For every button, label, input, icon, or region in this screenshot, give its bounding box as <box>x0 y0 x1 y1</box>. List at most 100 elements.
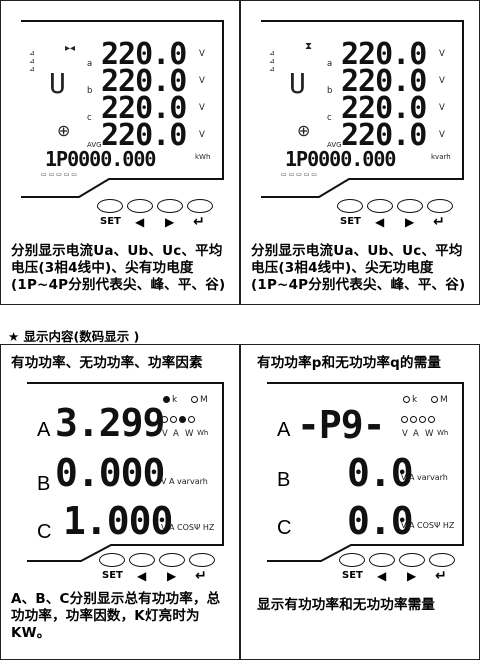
row-a-letter: a <box>327 59 333 69</box>
enter-button[interactable] <box>429 553 455 567</box>
unit-wh: Wh <box>437 429 449 437</box>
mode-label: U <box>289 67 306 100</box>
left-button[interactable] <box>367 199 393 213</box>
unit-c: V <box>199 103 205 113</box>
panel3-header: 有功功率、无功功率、功率因素 <box>11 355 203 371</box>
status-icons: ▭ ▭ ▭ ▭ ▭ <box>41 171 77 178</box>
unit-indicators <box>161 415 197 424</box>
enter-button[interactable] <box>187 199 213 213</box>
phase-indicator-icon: ⊿⊿⊿ <box>29 49 35 73</box>
voltage-row-avg: 220.0 <box>341 118 427 153</box>
lcd-frame <box>21 20 224 198</box>
right-button[interactable] <box>157 199 183 213</box>
panel-voltage-reactive-energy: ⊿⊿⊿ U ⊕ ⧗ a b c 220.0 220.0 220.0 220.0 … <box>240 0 480 305</box>
set-label: SET <box>340 216 361 227</box>
unit-v: V <box>402 429 408 439</box>
row-a-letter: A <box>37 419 51 441</box>
comm-icon: ▸◂ <box>65 43 76 54</box>
unit-c: V <box>439 103 445 113</box>
left-button[interactable] <box>129 553 155 567</box>
right-arrow-icon: ▶ <box>167 569 177 583</box>
status-icons: ▭ ▭ ▭ ▭ ▭ <box>281 171 317 178</box>
left-arrow-icon: ◀ <box>137 569 147 583</box>
energy-readout: 1P0000.000 <box>45 147 156 171</box>
panel1-caption: 分别显示电流Ua、Ub、Uc、平均电压(3相4线中)、尖有功电度(1P~4P分别… <box>11 243 226 293</box>
unit-row-c: V A COSΨ HZ <box>161 523 215 532</box>
voltage-row-b: 220.0 <box>101 64 187 99</box>
quadrant-icon: ⊕ <box>57 121 71 140</box>
enter-icon: ↵ <box>195 568 207 584</box>
value-a: -P9- <box>297 403 386 447</box>
phase-indicator-icon: ⊿⊿⊿ <box>269 49 275 73</box>
comm-icon: ⧗ <box>305 41 313 52</box>
row-b-letter: b <box>87 86 93 96</box>
energy-unit: kWh <box>195 153 211 161</box>
row-c-letter: C <box>277 517 292 539</box>
k-indicator: k <box>403 395 417 405</box>
mode-label: U <box>49 67 66 100</box>
row-b-letter: B <box>37 473 51 495</box>
unit-a: A <box>413 429 419 439</box>
value-a: 3.299 <box>55 401 165 445</box>
set-button[interactable] <box>337 199 363 213</box>
row-a-letter: A <box>277 419 291 441</box>
left-arrow-icon: ◀ <box>375 215 385 229</box>
set-label: SET <box>102 570 123 581</box>
right-arrow-icon: ▶ <box>407 569 417 583</box>
row-b-letter: B <box>277 469 291 491</box>
left-arrow-icon: ◀ <box>135 215 145 229</box>
panel-power: 有功功率、无功功率、功率因素 k M V A W Wh A B C 3.299 … <box>0 344 240 660</box>
left-button[interactable] <box>127 199 153 213</box>
panel2-caption: 分别显示电流Ua、Ub、Uc、平均电压(3相4线中)、尖无功电度(1P~4P分别… <box>251 243 466 293</box>
row-c-letter: C <box>37 521 52 543</box>
row-c-letter: c <box>87 113 92 123</box>
right-button[interactable] <box>159 553 185 567</box>
unit-row-b: V A varvarh <box>401 473 448 482</box>
panel4-header: 有功功率p和无功功率q的需量 <box>257 355 442 371</box>
row-a-letter: a <box>87 59 93 69</box>
set-button[interactable] <box>339 553 365 567</box>
row-c-letter: c <box>327 113 332 123</box>
enter-icon: ↵ <box>193 214 205 230</box>
value-c: 1.000 <box>63 499 173 543</box>
voltage-row-b: 220.0 <box>341 64 427 99</box>
unit-w: W <box>425 429 434 439</box>
right-arrow-icon: ▶ <box>405 215 415 229</box>
panel3-caption: A、B、C分别显示总有功功率，总功功率，功率因数，K灯亮时为KW。 <box>11 591 221 641</box>
enter-icon: ↵ <box>433 214 445 230</box>
unit-a: V <box>439 49 445 59</box>
panel-voltage-active-energy: ⊿⊿⊿ U ⊕ ▸◂ a b c 220.0 220.0 220.0 220.0… <box>0 0 240 305</box>
set-button[interactable] <box>97 199 123 213</box>
unit-v: V <box>162 429 168 439</box>
set-label: SET <box>342 570 363 581</box>
unit-row-c: V A COSΨ HZ <box>401 521 455 530</box>
left-button[interactable] <box>369 553 395 567</box>
voltage-row-avg: 220.0 <box>101 118 187 153</box>
energy-unit: kvarh <box>431 153 451 161</box>
lcd-frame <box>27 382 224 562</box>
unit-row-b: V A varvarh <box>161 477 208 486</box>
voltage-row-c: 220.0 <box>341 91 427 126</box>
enter-button[interactable] <box>427 199 453 213</box>
unit-wh: Wh <box>197 429 209 437</box>
unit-w: W <box>185 429 194 439</box>
enter-button[interactable] <box>189 553 215 567</box>
k-indicator: k <box>163 395 177 405</box>
lcd-frame <box>267 382 464 562</box>
lcd-frame <box>261 20 464 198</box>
unit-avg: V <box>199 130 205 140</box>
right-button[interactable] <box>399 553 425 567</box>
m-indicator: M <box>191 395 208 405</box>
right-button[interactable] <box>397 199 423 213</box>
unit-indicators <box>401 415 437 424</box>
right-arrow-icon: ▶ <box>165 215 175 229</box>
unit-avg: V <box>439 130 445 140</box>
set-label: SET <box>100 216 121 227</box>
panel-demand: 有功功率p和无功功率q的需量 k M V A W Wh A B C -P9- 0… <box>240 344 480 660</box>
set-button[interactable] <box>99 553 125 567</box>
row-b-letter: b <box>327 86 333 96</box>
avg-label: AVG <box>327 141 342 149</box>
quadrant-icon: ⊕ <box>297 121 311 140</box>
value-b: 0.000 <box>55 451 165 495</box>
voltage-row-c: 220.0 <box>101 91 187 126</box>
